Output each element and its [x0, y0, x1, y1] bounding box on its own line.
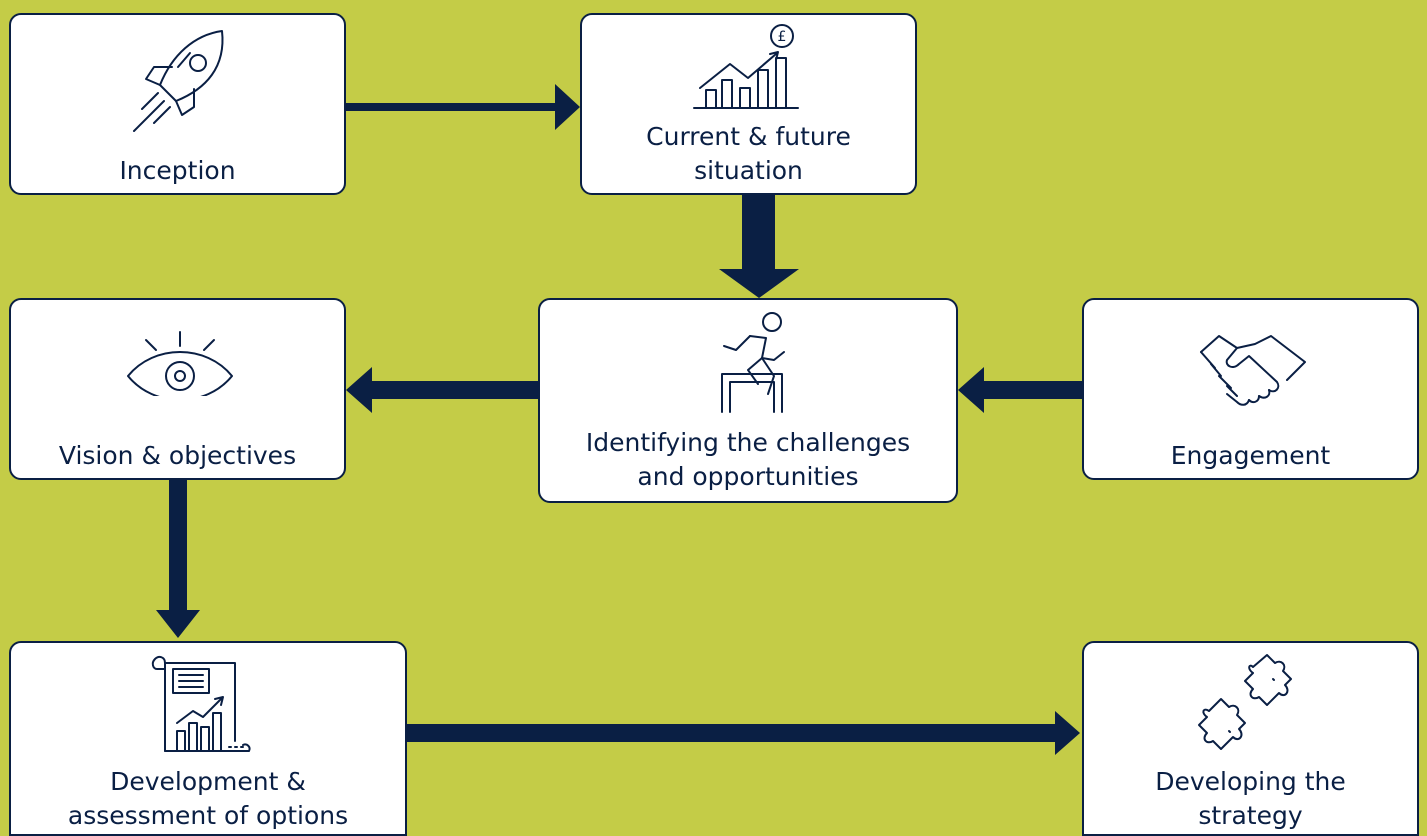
step-label-line2: assessment of options — [67, 801, 349, 830]
step-label: Vision & objectives — [58, 441, 297, 470]
step-label-line2: strategy — [1198, 801, 1303, 830]
step-label-line2: and opportunities — [637, 462, 859, 491]
arrow-engagement-to-challenges — [958, 367, 1082, 413]
hurdle-runner-icon — [710, 308, 796, 418]
step-vision-objectives: Vision & objectives — [9, 298, 346, 480]
arrow-current-to-challenges — [719, 195, 799, 298]
growth-chart-pound-icon: £ — [692, 20, 802, 112]
arrow-development-to-strategy — [406, 711, 1080, 755]
step-engagement: Engagement — [1082, 298, 1419, 480]
step-label: Inception — [119, 156, 236, 185]
report-chart-document-icon — [147, 651, 253, 755]
step-inception: Inception — [9, 13, 346, 195]
step-label-line1: Developing the — [1155, 767, 1346, 796]
step-label: Engagement — [1170, 441, 1331, 470]
handshake-icon — [1197, 330, 1309, 410]
arrow-challenges-to-vision — [346, 367, 538, 413]
pound-symbol: £ — [778, 29, 787, 45]
step-current-future-situation: £ Current & future situation — [580, 13, 917, 195]
eye-icon — [124, 328, 236, 396]
step-label-line1: Identifying the challenges — [585, 428, 911, 457]
step-developing-strategy: Developing the strategy — [1082, 641, 1419, 836]
arrow-vision-to-development — [156, 480, 200, 638]
puzzle-pieces-icon — [1197, 651, 1307, 763]
step-label-line1: Development & — [110, 767, 306, 796]
step-label-line1: Current & future — [646, 122, 851, 151]
step-development-assessment: Development & assessment of options — [9, 641, 407, 836]
rocket-icon — [124, 27, 234, 139]
arrow-inception-to-current — [346, 84, 580, 130]
step-label-line2: situation — [694, 156, 803, 185]
step-challenges-opportunities: Identifying the challenges and opportuni… — [538, 298, 958, 503]
